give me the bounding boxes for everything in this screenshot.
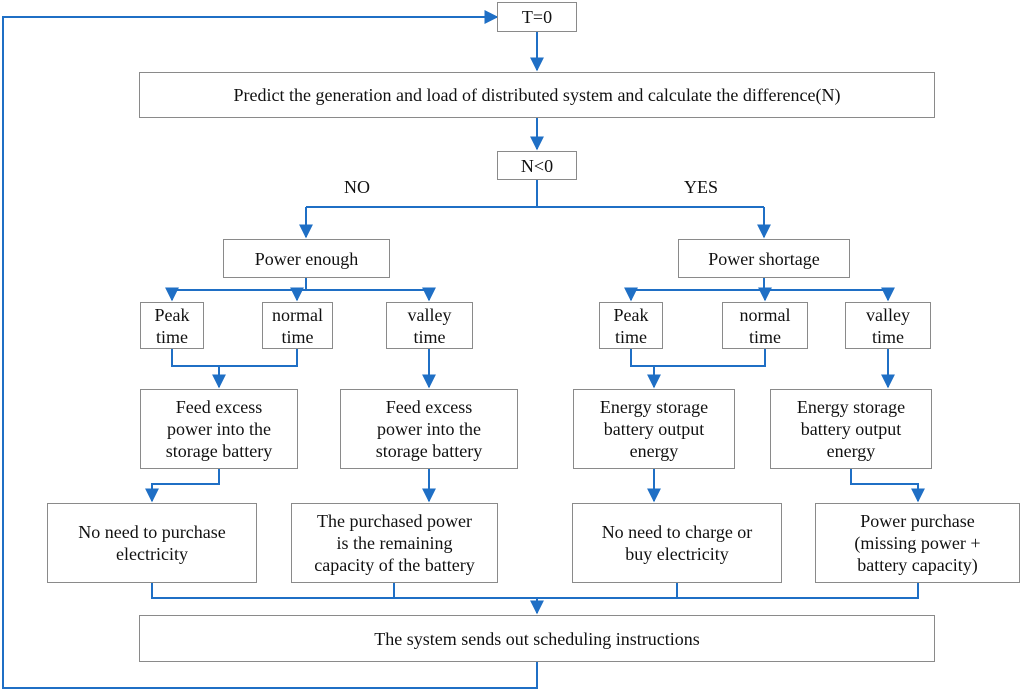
- storage-output-node-1: Energy storage battery output energy: [573, 389, 735, 469]
- edge-feedback-loop: [2, 10, 538, 689]
- edge-enough-split: [172, 278, 429, 291]
- no-purchase-node: No need to purchase electricity: [47, 503, 257, 583]
- edge-decision-split: [306, 180, 764, 208]
- edge-feed1-nopurchase: [145, 469, 220, 503]
- valley-time-right-node: valley time: [845, 302, 931, 349]
- predict-node: Predict the generation and load of distr…: [139, 72, 935, 118]
- feed-excess-node-2: Feed excess power into the storage batte…: [340, 389, 518, 469]
- edge-shortage-split: [631, 278, 888, 291]
- power-purchase-node: Power purchase (missing power + battery …: [815, 503, 1020, 583]
- edge-right-merge: [630, 349, 766, 387]
- branch-label-yes: YES: [684, 177, 719, 197]
- feed-excess-node-1: Feed excess power into the storage batte…: [140, 389, 298, 469]
- storage-output-node-2: Energy storage battery output energy: [770, 389, 932, 469]
- decision-node: N<0: [497, 151, 577, 180]
- power-enough-node: Power enough: [223, 239, 390, 278]
- purchased-remaining-node: The purchased power is the remaining cap…: [291, 503, 498, 583]
- peak-time-right-node: Peak time: [599, 302, 663, 349]
- start-node: T=0: [497, 2, 577, 32]
- normal-time-left-node: normal time: [262, 302, 333, 349]
- normal-time-right-node: normal time: [722, 302, 808, 349]
- power-shortage-node: Power shortage: [678, 239, 850, 278]
- edge-left-merge: [171, 349, 298, 387]
- edge-bottom-merge: [151, 583, 919, 613]
- edge-storage2-purchase: [850, 469, 925, 503]
- peak-time-left-node: Peak time: [140, 302, 204, 349]
- schedule-node: The system sends out scheduling instruct…: [139, 615, 935, 662]
- valley-time-left-node: valley time: [386, 302, 473, 349]
- no-charge-node: No need to charge or buy electricity: [572, 503, 782, 583]
- branch-label-no: NO: [344, 177, 370, 197]
